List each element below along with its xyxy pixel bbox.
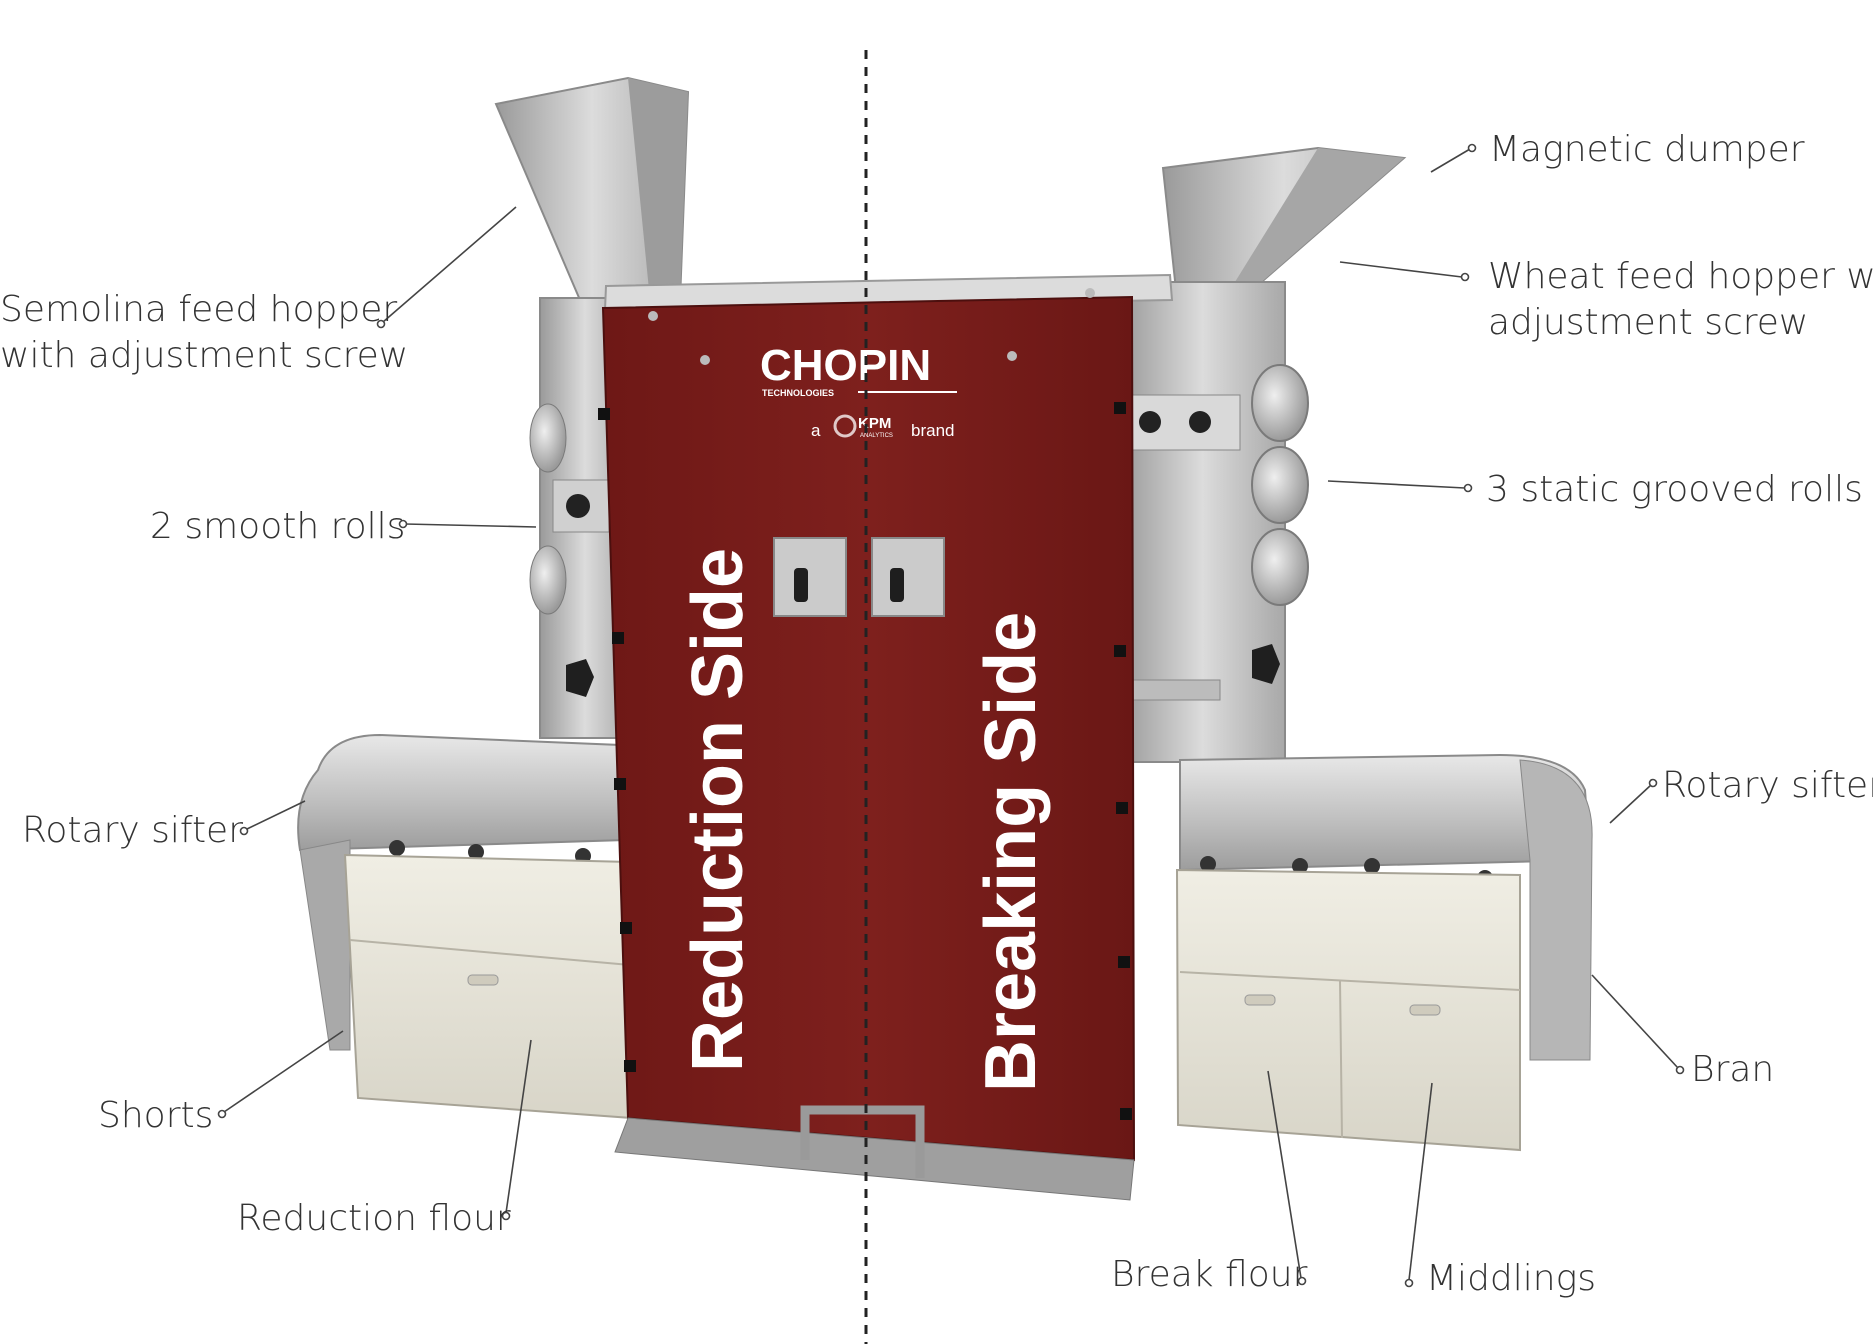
brand-logo-sub: TECHNOLOGIES: [762, 388, 834, 398]
rotary-sifter-right: [1179, 753, 1593, 1061]
label-wheat-hopper-line2: adjustment screw: [1488, 302, 1809, 343]
label-shorts: Shorts: [98, 1095, 214, 1136]
label-wheat-hopper-line1: Wheat feed hopper with: [1488, 256, 1873, 297]
front-panel: CHOPIN TECHNOLOGIES a KPM ANALYTICS bran…: [598, 288, 1136, 1201]
leader-wheat-hopper: [1339, 261, 1470, 282]
breaking-bins: [1175, 868, 1521, 1152]
leader-grooved-rolls: [1327, 480, 1473, 493]
label-middlings: Middlings: [1426, 1258, 1596, 1299]
reduction-side-label: Reduction Side: [678, 548, 758, 1072]
grooved-roll-3: [1251, 528, 1309, 606]
label-semolina-hopper-line2: with adjustment screw: [0, 335, 409, 376]
label-grooved-rolls: 3 static grooved rolls: [1486, 469, 1863, 510]
semolina-hopper: [494, 76, 690, 301]
label-wheat-hopper: Wheat feed hopper with adjustment screw: [1488, 254, 1873, 346]
grooved-roll-2: [1251, 446, 1309, 524]
label-rotary-sifter-left: Rotary sifter: [22, 810, 244, 851]
label-magnetic-dumper: Magnetic dumper: [1489, 129, 1805, 170]
leader-middlings: [1404, 1082, 1433, 1288]
leader-magnetic-dumper: [1430, 143, 1477, 173]
reduction-bins: [343, 853, 634, 1120]
label-bran: Bran: [1691, 1049, 1775, 1090]
leader-shorts: [217, 1030, 344, 1119]
leader-semolina: [376, 206, 517, 329]
brand-logo: CHOPIN: [760, 341, 931, 390]
wheat-hopper: [1161, 146, 1407, 294]
label-rotary-sifter-right: Rotary sifter: [1662, 765, 1873, 806]
leader-break-flour: [1267, 1070, 1307, 1286]
right-roll-housing: [1119, 281, 1309, 763]
label-break-flour: Break flour: [1111, 1254, 1308, 1295]
label-semolina-hopper: Semolina feed hopper with adjustment scr…: [0, 287, 408, 379]
brand-tagline-brand: brand: [911, 421, 954, 440]
brand-tagline-kpm: KPM: [858, 415, 891, 432]
leader-lines: [217, 143, 1685, 1288]
label-reduction-flour: Reduction flour: [237, 1198, 511, 1239]
brand-tagline-kpm-sub: ANALYTICS: [860, 433, 893, 439]
grooved-roll-1: [1251, 364, 1309, 442]
leader-rotary-left: [239, 800, 306, 836]
label-smooth-rolls: 2 smooth rolls: [150, 506, 406, 547]
leader-bran: [1591, 974, 1685, 1075]
label-semolina-hopper-line1: Semolina feed hopper: [0, 289, 398, 330]
leader-rotary-right: [1609, 778, 1658, 824]
breaking-side-label: Breaking Side: [971, 612, 1051, 1092]
rotary-sifter-left: [297, 733, 627, 1051]
brand-tagline-a: a: [811, 421, 821, 440]
leader-reduction-flour: [501, 1039, 532, 1221]
leader-smooth-rolls: [398, 519, 537, 529]
kpm-logo-icon: [833, 414, 857, 438]
